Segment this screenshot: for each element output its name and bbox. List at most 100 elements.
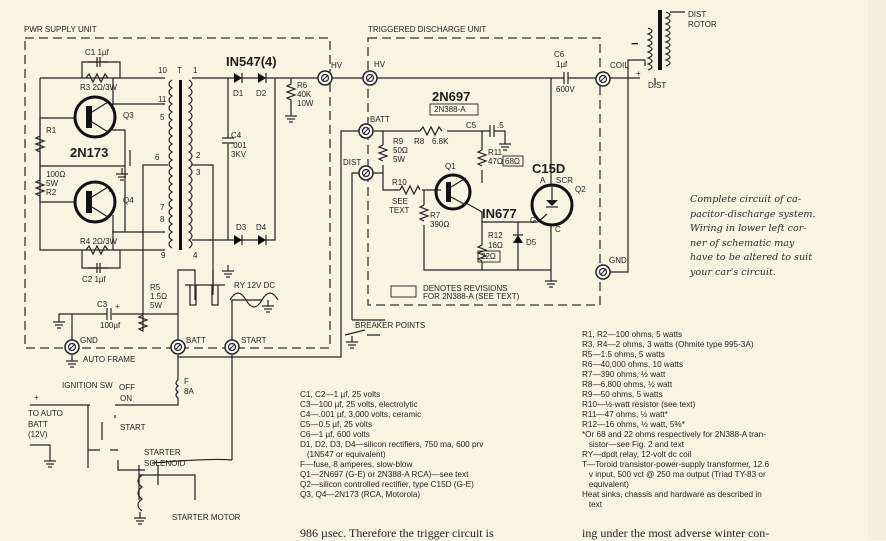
hv-terminal-discharge[interactable] — [362, 70, 378, 86]
parts-list-item: *Or 68 and 22 ohms respectively for 2N38… — [582, 430, 766, 439]
c6-label: C6 — [554, 50, 565, 59]
parts-list-item: sistor—see Fig. 2 and text — [582, 440, 684, 449]
r11-label: R11 — [488, 148, 503, 157]
parts-list-item: C3—100 µf, 25 volts, electrolytic — [300, 400, 418, 409]
parts-list-item: R7—390 ohms, ½ watt — [582, 370, 666, 379]
revision-legend-line1: DENOTES REVISIONS — [423, 284, 507, 293]
parts-list-item: R5—1.5 ohms, 5 watts — [582, 350, 665, 359]
pin-9: 9 — [161, 251, 166, 260]
scr-cathode-label: C — [555, 225, 561, 234]
parts-list-item: C4—.001 µf, 3,000 volts, ceramic — [300, 410, 422, 419]
parts-list-item: C1, C2—1 µf, 25 volts — [300, 390, 381, 399]
r2-label: R2 — [46, 188, 57, 197]
r1-label: R1 — [46, 126, 57, 135]
hv-label-power: HV — [331, 61, 343, 70]
r4-label: R4 2Ω/3W — [80, 237, 118, 246]
caption-line: have to be altered to suit — [690, 252, 813, 264]
batt-plus-label: + — [34, 393, 39, 402]
caption-line: your car's circuit. — [690, 266, 776, 278]
pin-5: 5 — [160, 113, 165, 122]
gnd-terminal-discharge[interactable] — [595, 264, 611, 280]
transistor-q4 — [73, 180, 117, 224]
transformer-t — [168, 79, 193, 250]
batt-terminal-power[interactable] — [170, 339, 186, 355]
r11-value: 47Ω — [488, 157, 503, 166]
ignition-start-label: START — [120, 423, 146, 432]
transformer-label: T — [177, 66, 182, 75]
c5-label: C5 — [466, 121, 477, 130]
r7-value: 390Ω — [430, 220, 449, 229]
auto-batt-voltage: (12V) — [28, 430, 48, 439]
c4-voltage: 3KV — [231, 150, 247, 159]
c3-plus: + — [115, 302, 120, 311]
r8-value: 6.8K — [432, 137, 449, 146]
parts-list-item: RY—dpdt relay, 12-volt dc coil — [582, 450, 692, 459]
d1-label: D1 — [233, 89, 244, 98]
power-unit-title: PWR SUPPLY UNIT — [24, 25, 97, 34]
c5-value: .5 — [497, 121, 504, 130]
q2-label: Q2 — [575, 185, 586, 194]
diode-type-label: IN547(4) — [226, 54, 277, 69]
ignition-coil — [644, 10, 685, 85]
parts-list-item: C6—1 µf, 600 volts — [300, 430, 370, 439]
caption-line: ner of schematic may — [690, 237, 795, 249]
c4-value: .001 — [231, 141, 247, 150]
c1-label: C1 1µf — [85, 48, 110, 57]
body-text-right: ing under the most adverse winter con- — [582, 526, 770, 540]
q1-type-label: 2N697 — [432, 89, 470, 104]
q3-label: Q3 — [123, 111, 134, 120]
parts-list-item: F—fuse, 8 amperes, slow-blow — [300, 460, 413, 469]
r5-value: 1.5Ω — [150, 292, 167, 301]
caption-line: Wiring in lower left cor- — [690, 223, 807, 235]
auto-frame-label: AUTO FRAME — [83, 355, 135, 364]
pin-2: 2 — [196, 151, 201, 160]
revision-box-q1 — [429, 103, 479, 116]
r6-label: R6 — [297, 81, 308, 90]
r12-value: 16Ω — [488, 241, 503, 250]
r10-label: R10 — [392, 178, 407, 187]
gnd-terminal[interactable] — [64, 339, 80, 355]
pin-6: 6 — [155, 153, 160, 162]
r6-watt: 10W — [297, 99, 314, 108]
hv-terminal-power[interactable] — [317, 70, 333, 86]
revision-box-r12 — [477, 250, 501, 263]
parts-list-item: R11—47 ohms, ½ watt* — [582, 410, 668, 419]
q1-label: Q1 — [445, 162, 456, 171]
parts-list-item: T—Toroid transistor-power-supply transfo… — [582, 460, 770, 469]
r12-label: R12 — [488, 231, 503, 240]
c3-value: 100µf — [100, 321, 121, 330]
coil-terminal[interactable] — [595, 71, 611, 87]
parts-list-item: D1, D2, D3, D4—silicon rectifiers, 750 m… — [300, 440, 484, 449]
page-edge — [868, 0, 886, 540]
dist-terminal[interactable] — [358, 165, 374, 181]
fuse-label: F — [184, 377, 189, 386]
scr-gate-label: G — [530, 216, 536, 225]
parts-list-item: R1, R2—100 ohms, 5 watts — [582, 330, 683, 339]
starter-solenoid-label-2: SOLENOID — [144, 459, 186, 468]
r8-label: R8 — [414, 137, 425, 146]
parts-list-item: C5—0.5 µf, 25 volts — [300, 420, 373, 429]
revision-legend-line2: FOR 2N388-A (SEE TEXT) — [423, 292, 520, 301]
d4-label: D4 — [256, 223, 267, 232]
r11-alt-value: 68Ω — [505, 157, 520, 166]
start-label: START — [241, 336, 267, 345]
parts-list-item: R8—6,800 ohms, ½ watt — [582, 380, 673, 389]
parts-list-left: C1, C2—1 µf, 25 volts C3—100 µf, 25 volt… — [300, 390, 580, 500]
batt-terminal-discharge[interactable] — [358, 123, 374, 139]
coil-plus-label: + — [636, 69, 641, 78]
pin-1: 1 — [193, 66, 198, 75]
scr-label: SCR — [556, 176, 573, 185]
start-terminal[interactable] — [224, 339, 240, 355]
parts-list-item: R12—16 ohms, ½ watt, 5%* — [582, 420, 685, 429]
figure-caption: Complete circuit of ca- pacitor-discharg… — [690, 193, 850, 281]
parts-list-item: Heat sinks, chassis and hardware as desc… — [582, 490, 762, 499]
starter-solenoid-label-1: STARTER — [144, 448, 181, 457]
revision-legend-box — [390, 285, 417, 298]
batt-label-discharge: BATT — [370, 115, 390, 124]
gnd-label: GND — [80, 336, 98, 345]
parts-list-item: R3, R4—2 ohms, 3 watts (Ohmite type 995-… — [582, 340, 754, 349]
q1-alt-label: 2N388-A — [434, 105, 466, 114]
pin-8: 8 — [160, 215, 165, 224]
parts-list-item: Q2—silicon controlled rectifier, type C1… — [300, 480, 474, 489]
r6-value: 40K — [297, 90, 312, 99]
